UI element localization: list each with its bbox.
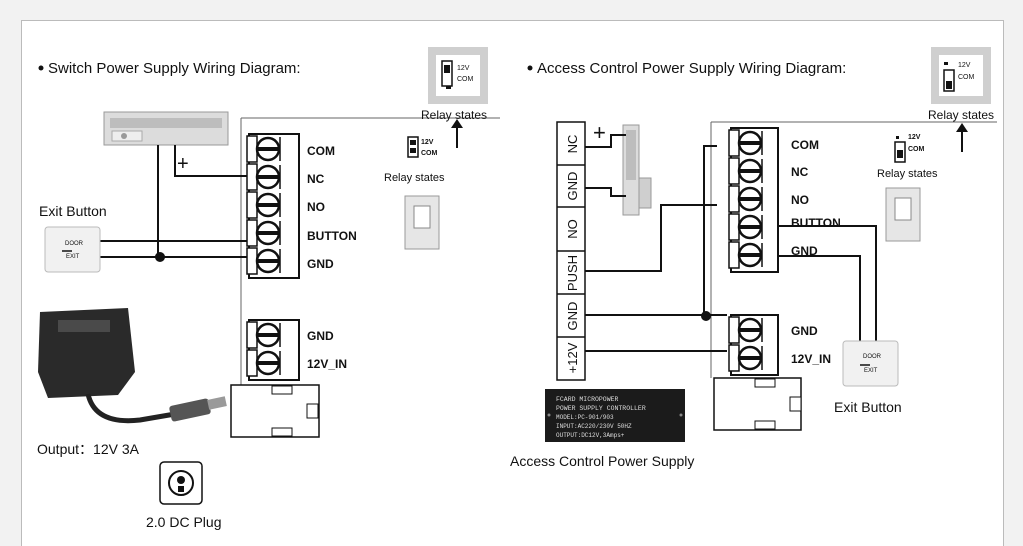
terminal-screw-icon bbox=[246, 219, 281, 247]
ps-terminal-label: PUSH bbox=[565, 255, 580, 291]
terminal-label: GND bbox=[791, 244, 818, 258]
right-relay-label-small: Relay states bbox=[877, 168, 938, 180]
terminal-label: NC bbox=[791, 165, 809, 179]
terminal-label: GND bbox=[307, 329, 334, 343]
right-exit-button-label: Exit Button bbox=[834, 399, 902, 415]
right-exit-button: DOOR EXIT bbox=[842, 340, 899, 387]
terminal-screw-icon bbox=[246, 135, 281, 163]
right-terminal-block-bottom bbox=[728, 314, 779, 376]
svg-text:EXIT: EXIT bbox=[864, 368, 878, 374]
right-diagram: Access Control Power Supply Wiring Diagr… bbox=[510, 47, 997, 469]
left-terminal-block-bottom bbox=[246, 319, 300, 381]
svg-text:DOOR: DOOR bbox=[863, 354, 882, 360]
left-power-adapter bbox=[38, 308, 227, 424]
svg-text:EXIT: EXIT bbox=[66, 254, 80, 260]
left-exit-button: DOOR EXIT bbox=[44, 226, 101, 273]
right-terminal-labels: COM NC NO BUTTON GND bbox=[791, 138, 841, 258]
left-terminal-block-top bbox=[246, 133, 300, 279]
dc-plug-icon bbox=[159, 461, 203, 505]
right-ps-label: Access Control Power Supply bbox=[510, 453, 694, 469]
left-bolt-lock bbox=[103, 111, 229, 146]
terminal-screw-icon bbox=[728, 241, 763, 269]
terminal-screw-icon bbox=[728, 213, 763, 241]
ps-terminal-label: NC bbox=[565, 135, 580, 154]
diagram-frame bbox=[21, 20, 1004, 546]
right-wall-switch bbox=[885, 187, 921, 242]
terminal-label: BUTTON bbox=[307, 229, 357, 243]
right-magnetic-lock bbox=[622, 124, 652, 216]
terminal-label: COM bbox=[791, 138, 819, 152]
svg-text:DOOR: DOOR bbox=[65, 241, 84, 247]
right-ps-terminal-strip: NC GND NO PUSH GND +12V bbox=[556, 121, 586, 381]
bullet-icon bbox=[527, 65, 533, 71]
svg-text:COM: COM bbox=[958, 74, 975, 81]
left-wires bbox=[99, 145, 248, 258]
terminal-label: BUTTON bbox=[791, 216, 841, 230]
ps-terminal-label: +12V bbox=[565, 342, 580, 373]
right-relay-small-icon: 12V COM bbox=[894, 134, 925, 163]
terminal-label: NO bbox=[307, 200, 325, 214]
left-adapter-output: Output：12V 3A bbox=[37, 441, 140, 457]
left-dc-jack bbox=[230, 384, 320, 438]
terminal-label: NO bbox=[791, 193, 809, 207]
terminal-screw-icon bbox=[246, 321, 281, 349]
terminal-screw-icon bbox=[728, 157, 763, 185]
left-relay-state-icon: 12V COM bbox=[428, 47, 488, 104]
svg-text:INPUT:AC220/230V 50HZ: INPUT:AC220/230V 50HZ bbox=[556, 423, 632, 430]
terminal-screw-icon bbox=[728, 185, 763, 213]
ps-terminal-label: NO bbox=[565, 219, 580, 239]
terminal-label: 12V_IN bbox=[307, 357, 347, 371]
svg-text:MODEL:PC-901/903: MODEL:PC-901/903 bbox=[556, 414, 614, 421]
ps-terminal-label: GND bbox=[565, 302, 580, 331]
svg-text:12V: 12V bbox=[457, 65, 470, 72]
left-exit-button-label: Exit Button bbox=[39, 203, 107, 219]
ps-terminal-label: GND bbox=[565, 172, 580, 201]
left-plus-sign: + bbox=[177, 153, 189, 175]
left-relay-label-top: Relay states bbox=[421, 108, 487, 122]
svg-text:12V: 12V bbox=[421, 139, 434, 146]
left-junction-dot bbox=[155, 252, 165, 262]
right-terminal-block-top bbox=[728, 127, 779, 273]
left-relay-small-icon: 12V COM bbox=[407, 136, 438, 158]
left-terminal-labels: COM NC NO BUTTON GND bbox=[307, 144, 357, 271]
right-junction-dot bbox=[701, 311, 711, 321]
terminal-screw-icon bbox=[728, 344, 763, 372]
svg-text:COM: COM bbox=[421, 150, 438, 157]
svg-text:COM: COM bbox=[908, 146, 925, 153]
up-arrow-icon bbox=[451, 119, 463, 148]
bullet-icon bbox=[38, 65, 44, 71]
up-arrow-icon bbox=[956, 123, 968, 152]
terminal-screw-icon bbox=[246, 163, 281, 191]
right-relay-label-top: Relay states bbox=[928, 108, 994, 122]
svg-text:OUTPUT:DC12V,3Amps+: OUTPUT:DC12V,3Amps+ bbox=[556, 432, 625, 439]
left-diagram: Switch Power Supply Wiring Diagram: 12V … bbox=[37, 47, 500, 530]
right-relay-state-icon: 12V COM bbox=[931, 47, 991, 104]
terminal-label: 12V_IN bbox=[791, 352, 831, 366]
right-ps-plate: FCARD MICROPOWER POWER SUPPLY CONTROLLER… bbox=[545, 389, 685, 442]
terminal-label: GND bbox=[307, 257, 334, 271]
left-dc-plug-label: 2.0 DC Plug bbox=[146, 514, 221, 530]
terminal-label: COM bbox=[307, 144, 335, 158]
svg-text:POWER SUPPLY CONTROLLER: POWER SUPPLY CONTROLLER bbox=[556, 405, 646, 412]
terminal-label: GND bbox=[791, 324, 818, 338]
left-title: Switch Power Supply Wiring Diagram: bbox=[48, 60, 301, 77]
svg-text:COM: COM bbox=[457, 76, 474, 83]
left-wall-switch bbox=[404, 195, 440, 250]
svg-text:FCARD MICROPOWER: FCARD MICROPOWER bbox=[556, 396, 619, 403]
svg-text:12V: 12V bbox=[908, 134, 921, 141]
terminal-screw-icon bbox=[728, 316, 763, 344]
right-plus-sign: + bbox=[593, 120, 606, 145]
right-title: Access Control Power Supply Wiring Diagr… bbox=[537, 60, 846, 77]
terminal-screw-icon bbox=[728, 129, 763, 157]
left-relay-label-small: Relay states bbox=[384, 172, 445, 184]
right-dc-jack bbox=[713, 377, 802, 431]
terminal-screw-icon bbox=[246, 191, 281, 219]
svg-text:12V: 12V bbox=[958, 62, 971, 69]
terminal-screw-icon bbox=[246, 247, 281, 275]
terminal-screw-icon bbox=[246, 349, 281, 377]
terminal-label: NC bbox=[307, 172, 325, 186]
